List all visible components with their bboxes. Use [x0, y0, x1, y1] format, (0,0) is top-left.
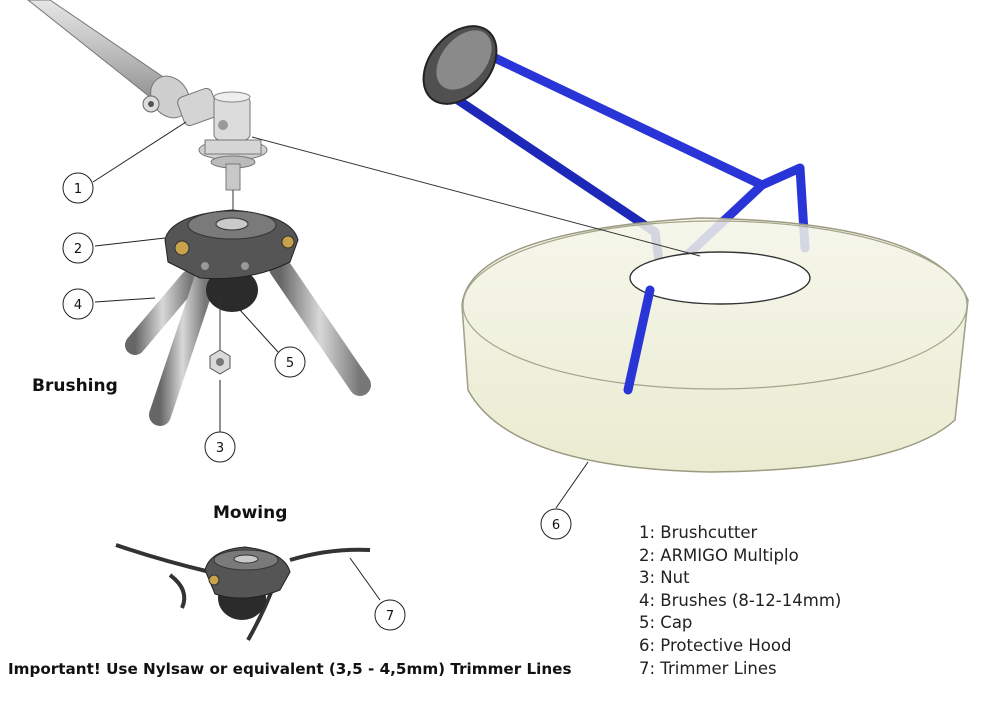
important-note: Important! Use Nylsaw or equivalent (3,5…: [8, 660, 572, 678]
callout-4: 4: [62, 288, 94, 320]
guide-line: [251, 136, 701, 257]
legend-item-brushcutter: 1: Brushcutter: [639, 523, 758, 542]
callout-3-text: 3: [216, 441, 224, 456]
mowing-label: Mowing: [213, 503, 288, 523]
callout-1: 1: [62, 172, 94, 204]
legend-item-armigo-multiplo: 2: ARMIGO Multiplo: [639, 545, 799, 565]
callout-6-text: 6: [552, 518, 560, 533]
legend-item-protective-hood: 6: Protective Hood: [639, 635, 792, 655]
protective-hood: [461, 217, 969, 473]
legend-item-cap: 5: Cap: [639, 613, 693, 633]
callout-2-text: 2: [74, 242, 82, 257]
legend-item-brushes: 4: Brushes (8-12-14mm): [639, 590, 842, 610]
callout-1-text: 1: [74, 182, 82, 197]
nut-part: [209, 300, 231, 375]
legend-item-trimmer-lines: 7: Trimmer Lines: [639, 658, 777, 678]
callout-7: 7: [374, 599, 406, 631]
brushcutter-illustration: [27, 0, 268, 191]
leader-lines: [92, 121, 589, 601]
legend-item-nut: 3: Nut: [639, 568, 690, 588]
brushing-head-assembly: [125, 209, 371, 426]
callout-3: 3: [204, 431, 236, 463]
parts-legend: 1: Brushcutter 2: ARMIGO Multiplo 3: Nut…: [639, 522, 841, 680]
callout-4-text: 4: [74, 298, 82, 313]
mowing-head-assembly: [115, 543, 371, 641]
blue-frame-front-leg: [623, 285, 655, 395]
callout-6: 6: [540, 508, 572, 540]
callout-5-text: 5: [286, 356, 294, 371]
grip-handle: [422, 25, 498, 105]
callout-5: 5: [274, 346, 306, 378]
callout-7-text: 7: [386, 609, 394, 624]
callout-2: 2: [62, 232, 94, 264]
brushing-label: Brushing: [32, 376, 118, 396]
